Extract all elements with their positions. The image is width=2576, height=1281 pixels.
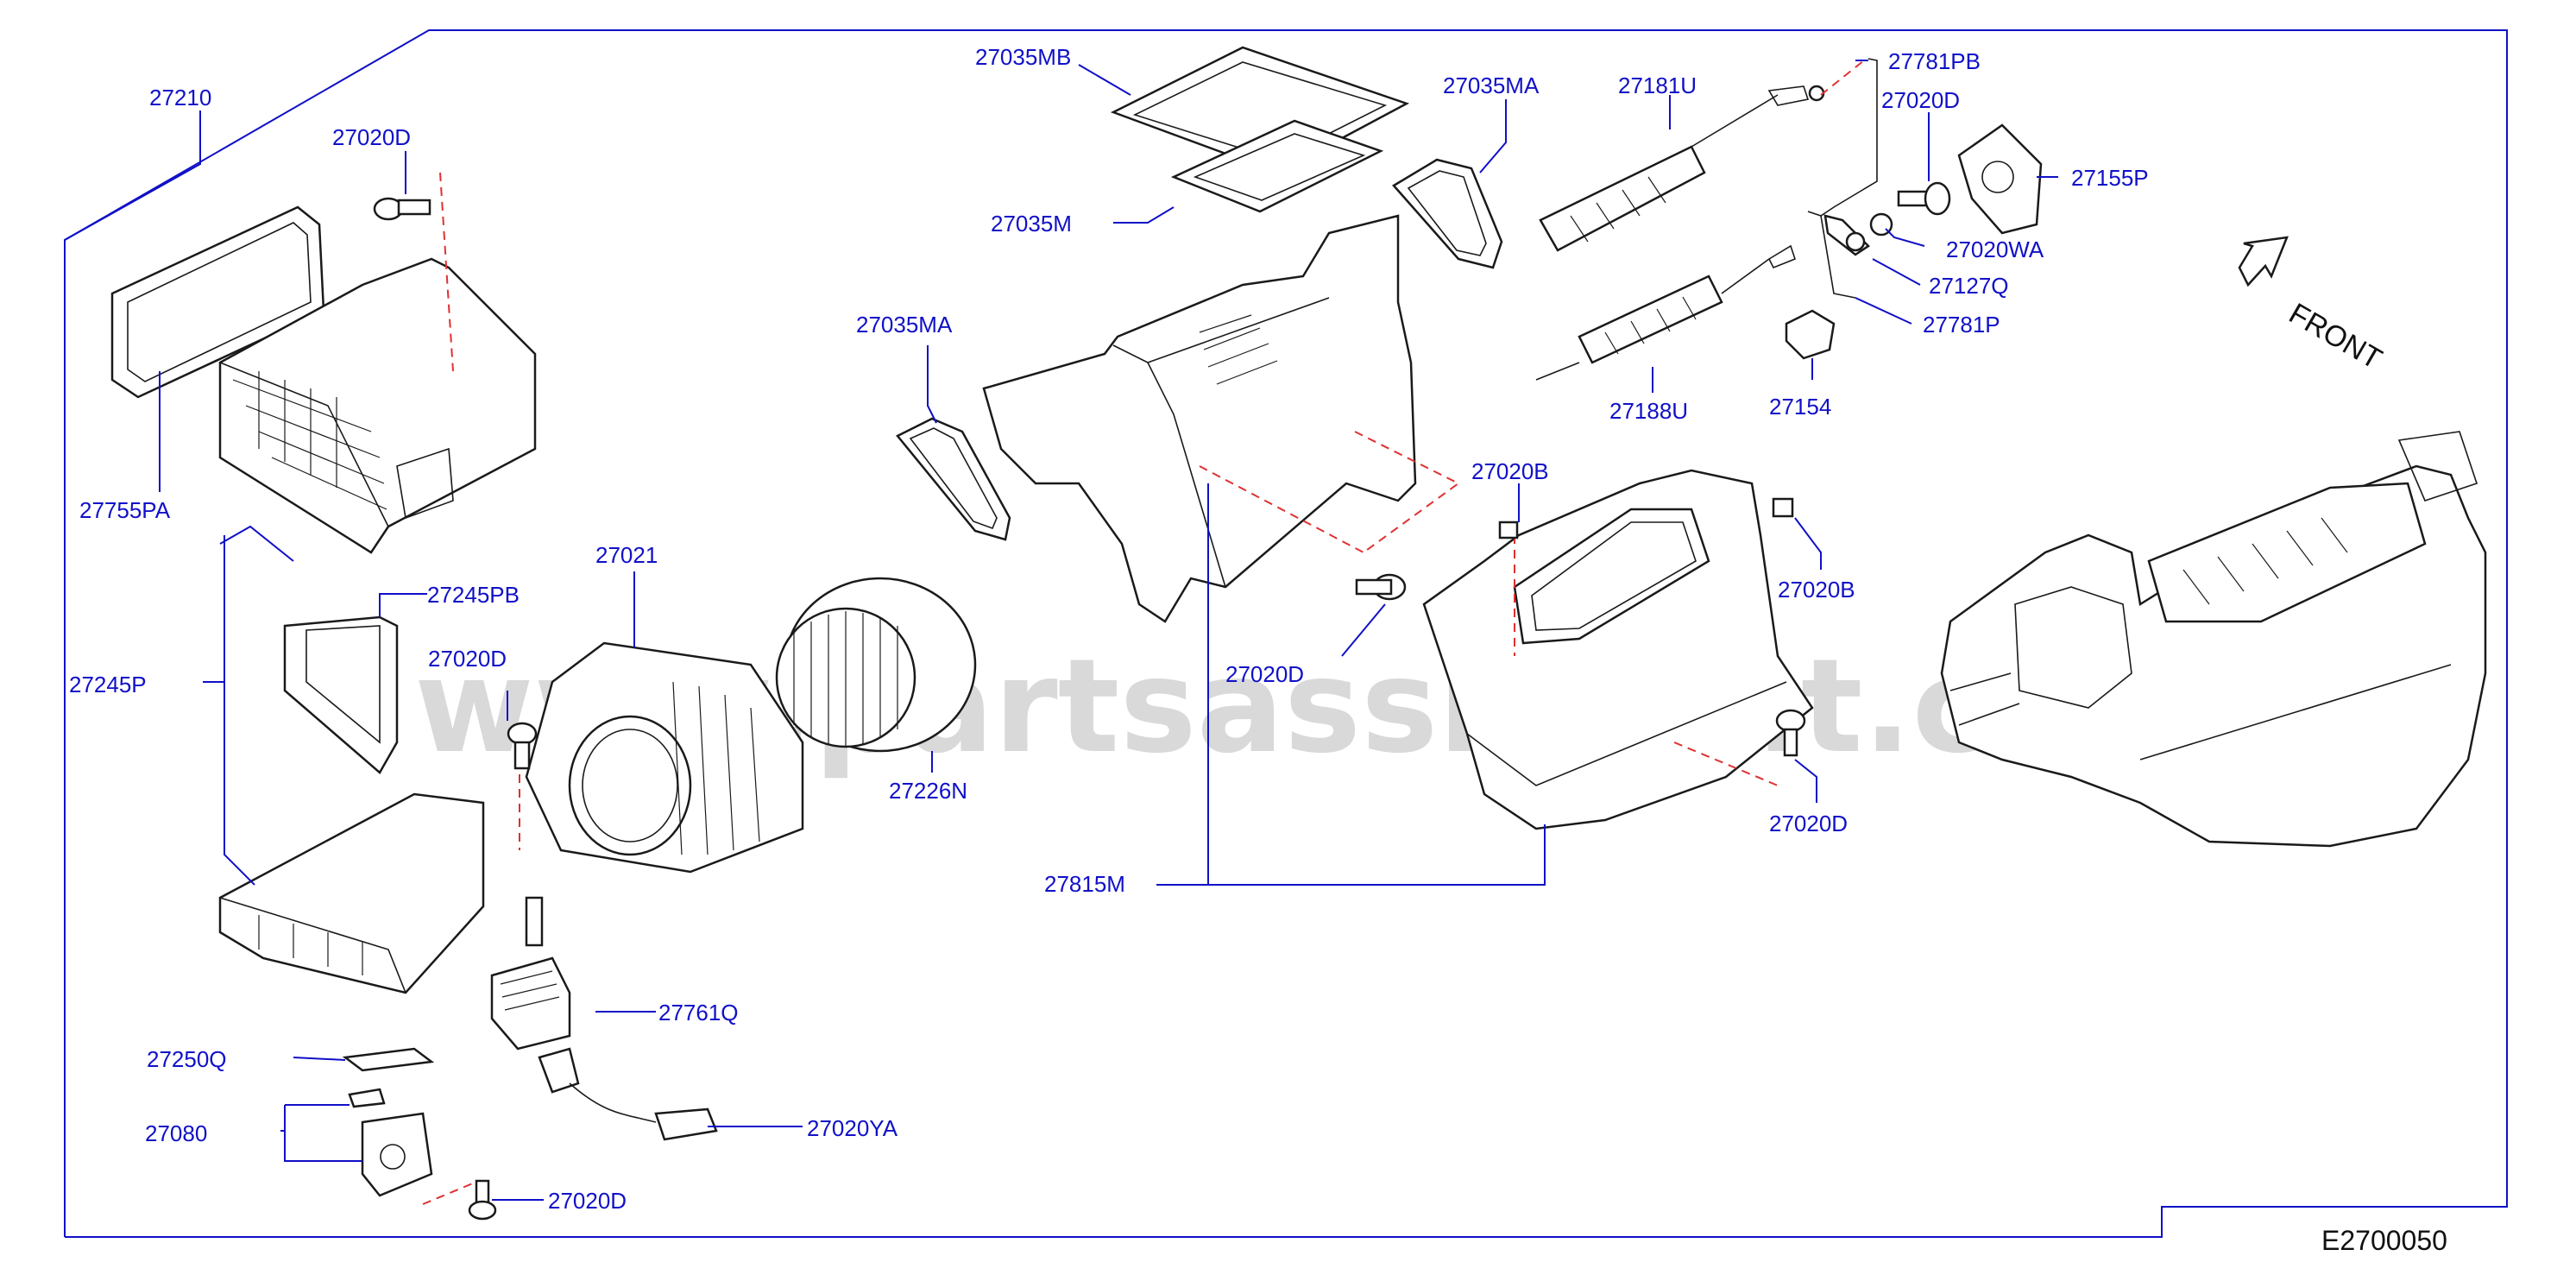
label-27020D-c: 27020D [548, 1188, 627, 1214]
label-27761Q: 27761Q [658, 1000, 739, 1025]
heater-case-upper [982, 214, 1417, 623]
dash-screw-a [439, 172, 454, 372]
clip-27020B-b [1772, 497, 1794, 518]
cover-27155P [1957, 123, 2043, 235]
label-27210: 27210 [149, 85, 211, 110]
label-27035MA-left: 27035MA [856, 312, 953, 338]
label-27020WA: 27020WA [1946, 237, 2044, 262]
label-27020D-e: 27020D [1225, 661, 1304, 687]
door-27181U [1539, 85, 1825, 252]
screw-27020D-f [1775, 709, 1806, 757]
label-27020YA: 27020YA [807, 1115, 898, 1141]
label-27020B-b: 27020B [1778, 577, 1855, 603]
intake-housing-upper [218, 257, 537, 554]
dash-case-upper [1199, 431, 1460, 553]
lower-housing [218, 792, 544, 994]
label-27781P: 27781P [1923, 312, 2000, 338]
rod-27781P [1807, 211, 1856, 299]
front-arrow [2238, 236, 2289, 287]
screw-27020D-e [1355, 573, 1407, 601]
screw-27020D-b [507, 722, 538, 770]
label-27781PB: 27781PB [1888, 48, 1981, 74]
label-27035MA-right: 27035MA [1443, 73, 1540, 98]
seal-27035MA-left [896, 417, 1011, 541]
blower-fan-27226N [775, 577, 977, 753]
label-27035M: 27035M [991, 211, 1072, 237]
heater-case-lower [1422, 469, 1814, 830]
screw-27020D-d [1897, 181, 1951, 216]
label-27250Q: 27250Q [147, 1046, 227, 1072]
filter-27035M [1170, 119, 1384, 213]
blower-case-27021 [525, 641, 804, 874]
label-27020D-b: 27020D [428, 646, 507, 672]
label-27245P: 27245P [69, 672, 147, 697]
harness-27020YA [538, 1047, 718, 1141]
drawing-code: E2700050 [2321, 1225, 2447, 1256]
lever-27127Q [1823, 214, 1870, 256]
dash-rod [1820, 60, 1865, 96]
label-27815M: 27815M [1044, 871, 1125, 897]
lever-27250Q [342, 1047, 435, 1072]
duct-27245PB [283, 615, 399, 774]
label-27020B-a: 27020B [1471, 458, 1549, 484]
label-27020D-d: 27020D [1881, 87, 1960, 113]
dash-case-d [1673, 741, 1779, 786]
door-27188U [1535, 244, 1796, 381]
actuator-27080 [348, 1088, 433, 1197]
label-27245PB: 27245PB [427, 582, 520, 608]
label-27188U: 27188U [1609, 398, 1688, 424]
screw-27020D-c [468, 1179, 497, 1221]
label-27035MB: 27035MB [975, 44, 1071, 70]
label-27181U: 27181U [1618, 73, 1697, 98]
label-27021: 27021 [595, 542, 658, 568]
actuator-27154 [1785, 309, 1836, 360]
label-27080: 27080 [145, 1120, 207, 1146]
rod-27781PB [1820, 58, 1878, 217]
label-27020D-a: 27020D [332, 124, 411, 150]
label-27155P: 27155P [2071, 165, 2149, 191]
label-27020D-f: 27020D [1769, 811, 1848, 836]
seal-27035MA-right [1392, 158, 1503, 269]
assembled-unit [1940, 431, 2487, 848]
label-27154: 27154 [1769, 394, 1831, 420]
front-label: FRONT [2283, 297, 2387, 375]
resistor-27761Q [490, 956, 571, 1051]
leader-lines [64, 60, 2058, 1201]
label-27226N: 27226N [889, 778, 967, 804]
dash-screw-c [422, 1182, 476, 1205]
clip-27020B-a [1498, 521, 1519, 540]
screw-27020D-a [373, 197, 431, 221]
label-27755PA: 27755PA [79, 497, 171, 523]
label-27127Q: 27127Q [1929, 273, 2009, 299]
